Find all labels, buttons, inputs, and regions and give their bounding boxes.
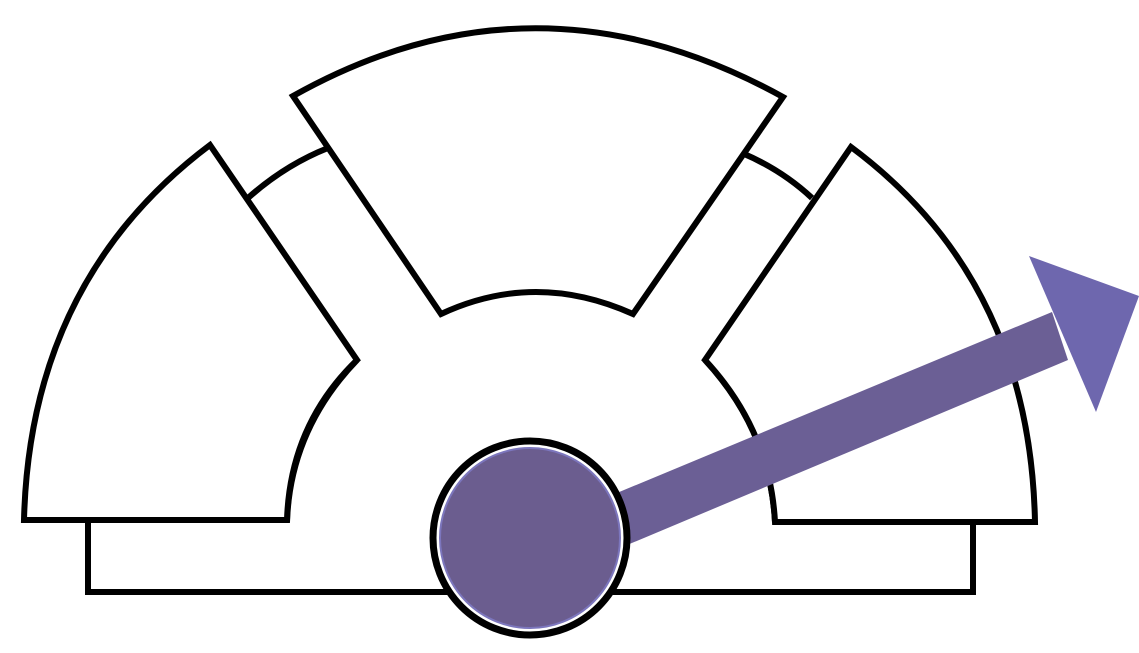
gauge-hub xyxy=(440,448,620,628)
